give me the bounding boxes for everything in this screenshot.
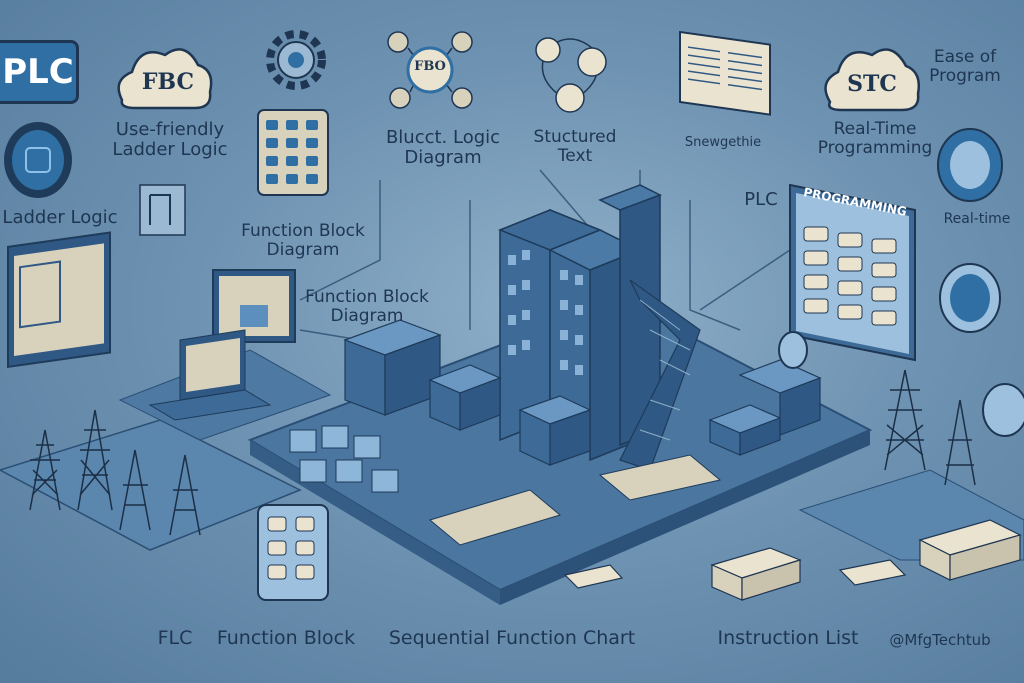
- footer-sequential: Sequential Function Chart: [388, 627, 636, 649]
- realtime-label: Real-time: [943, 211, 1011, 227]
- snewgethie-label: Snewgethie: [684, 135, 762, 150]
- use-friendly-label: Use-friendly Ladder Logic: [112, 119, 228, 160]
- plc-mid-label: PLC: [744, 189, 778, 210]
- realtime-programming-label: Real-Time Programming: [817, 119, 933, 158]
- plc-badge-label: PLC: [2, 52, 74, 92]
- ease-of-program-label: Ease of Program: [929, 47, 1001, 86]
- fbd-mid-label: Function Block Diagram: [305, 287, 429, 326]
- footer-flc: FLC: [157, 627, 193, 649]
- footer-handle: @MfgTechtub: [889, 631, 991, 649]
- gear-icon: [266, 30, 326, 90]
- blucct-label: Blucct. Logic Diagram: [385, 127, 501, 168]
- stc-cloud-label: STC: [847, 71, 897, 97]
- footer-instruction-list: Instruction List: [717, 627, 859, 649]
- structured-text-label: Stuctured Text: [533, 127, 617, 166]
- footer-function-block: Function Block: [216, 627, 356, 649]
- fbd-top-label: Function Block Diagram: [241, 221, 365, 260]
- plc-badge: PLC: [0, 40, 79, 104]
- ladder-logic-label: Ladder Logic: [2, 207, 118, 228]
- fbc-cloud-label: FBC: [141, 69, 195, 95]
- fbo-circle-label: FBO: [414, 59, 446, 74]
